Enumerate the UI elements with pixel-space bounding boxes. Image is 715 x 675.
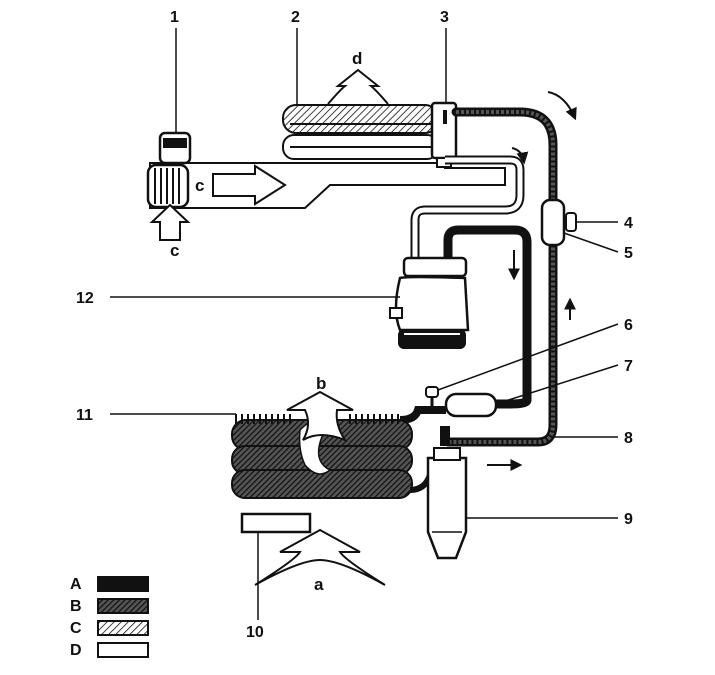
flow-letter-b: b (316, 374, 326, 393)
flow-letter-d: d (352, 49, 362, 68)
airflow-arrow-c-inlet (149, 203, 191, 241)
legend-label-b: B (70, 598, 82, 615)
line-discharge (443, 225, 532, 409)
callout-11: 11 (76, 407, 93, 424)
airflow-arrow-d (327, 68, 389, 105)
drier-9 (426, 447, 468, 560)
legend: A B C D (70, 576, 149, 659)
airflow-arrow-b (286, 390, 354, 443)
callout-7: 7 (624, 358, 633, 375)
airflow-arrow-a (254, 528, 386, 586)
callout-4: 4 (624, 215, 633, 232)
valve-3 (430, 101, 458, 168)
valve-8 (440, 426, 450, 446)
flow-letter-c-inlet: c (170, 241, 179, 260)
flow-letter-a: a (314, 575, 324, 594)
legend-swatch-c (97, 620, 149, 636)
flow-letter-c-duct: c (195, 176, 204, 195)
legend-swatch-d (97, 642, 149, 658)
sensor-4 (565, 212, 577, 232)
callout-10: 10 (246, 624, 264, 641)
compressor (389, 256, 470, 349)
line-evap-to-receiver (399, 406, 446, 424)
blower-10 (240, 512, 312, 534)
callout-2: 2 (291, 9, 300, 26)
callout-6: 6 (624, 317, 633, 334)
callout-3: 3 (440, 9, 449, 26)
legend-swatch-b (97, 598, 149, 614)
legend-label-a: A (70, 576, 82, 593)
flow-arrows (487, 91, 577, 471)
callout-12: 12 (76, 290, 94, 307)
callout-8: 8 (624, 430, 633, 447)
line-high-pressure (443, 107, 558, 447)
legend-label-c: C (70, 620, 82, 637)
fan-motor (158, 131, 192, 165)
sight-glass-5 (540, 198, 566, 247)
condenser (282, 104, 439, 160)
leader-lines (110, 28, 619, 620)
airflow-arrow-c-duct (212, 164, 287, 206)
legend-swatch-a (97, 576, 149, 592)
callout-1: 1 (170, 9, 179, 26)
receiver-7 (444, 392, 498, 418)
fan-rotor (146, 163, 190, 209)
legend-label-d: D (70, 642, 82, 659)
callout-5: 5 (624, 245, 633, 262)
callout-9: 9 (624, 511, 633, 528)
